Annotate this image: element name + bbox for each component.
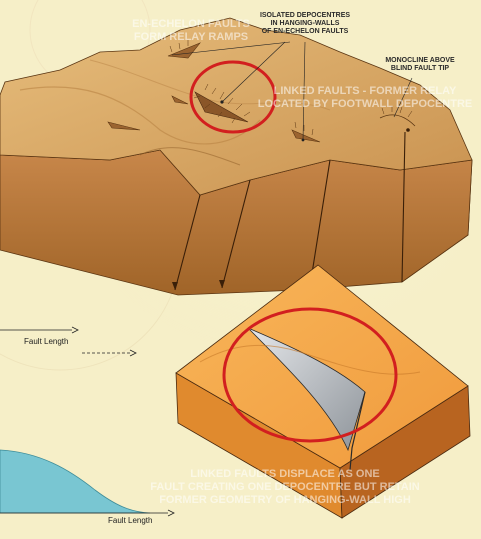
upper-axis-label: Fault Length	[24, 337, 69, 346]
highlight-circle-large	[189, 60, 277, 134]
lower-axis-label: Fault Length	[108, 516, 153, 525]
top-surface-valley	[89, 59, 331, 111]
monocline-fold	[379, 114, 416, 127]
highlight-circle-small	[222, 307, 398, 443]
fault-plane-surface	[247, 327, 366, 452]
upper-profile-axis	[0, 326, 137, 357]
depocentre-lens-1	[167, 42, 201, 59]
fault-tip-marker	[406, 128, 410, 132]
depocentre-lens-5	[291, 129, 321, 143]
small-block-diagram	[175, 264, 471, 519]
fault-traces	[174, 131, 406, 291]
lower-profile-graph	[0, 449, 175, 517]
large-block-top-surface	[0, 17, 473, 196]
depocentre-lens-4	[171, 95, 189, 105]
label-isolated-depocentres: ISOLATED DEPOCENTRES IN HANGING-WALLS OF…	[259, 12, 351, 35]
depocentre-lens-3	[107, 121, 141, 131]
label-monocline: MONOCLINE ABOVE BLIND FAULT TIP	[385, 57, 455, 72]
top-surface-shadow	[139, 147, 241, 166]
leader-lines	[171, 41, 413, 141]
depocentre-lens-2	[194, 91, 249, 123]
label-linked-faults-depocentre: LINKED FAULTS DISPLACE AS ONE FAULT CREA…	[150, 468, 420, 506]
displacement-profile-fill	[0, 449, 151, 514]
label-en-echelon-faults: EN-ECHELON FAULTS FORM RELAY RAMPS	[132, 18, 250, 43]
label-linked-faults-relay: LINKED FAULTS - FORMER RELAY LOCATED BY …	[257, 85, 473, 110]
top-surface-ridge	[19, 86, 261, 145]
fault-scarp-line	[349, 391, 366, 471]
large-block-diagram	[0, 17, 473, 296]
hachure-marks	[169, 40, 413, 136]
